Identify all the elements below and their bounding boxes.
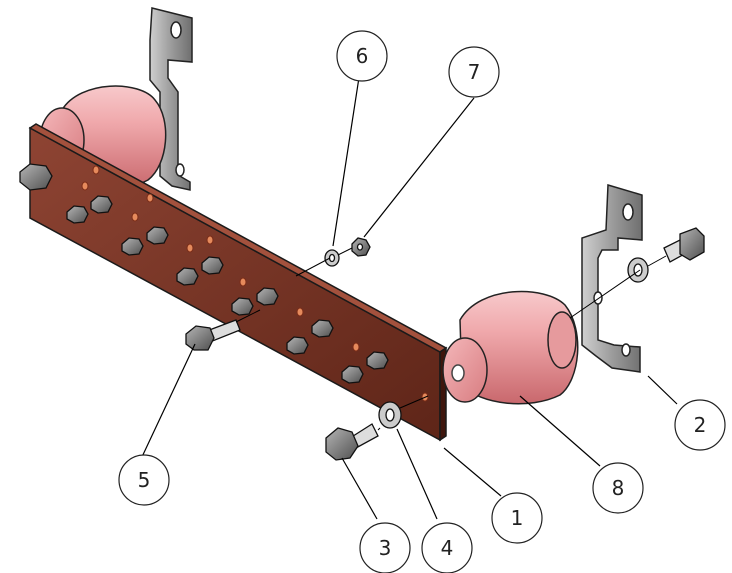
right-bracket	[581, 184, 643, 373]
balloon-label-1: 1	[511, 506, 524, 530]
balloon-6: 6	[336, 30, 388, 82]
nut-7	[351, 237, 371, 257]
bolt-5	[185, 319, 241, 351]
busbar-nuts	[19, 163, 389, 384]
busbar-holes	[81, 165, 429, 402]
balloon-5: 5	[118, 454, 170, 506]
busbar	[28, 123, 448, 442]
balloon-4: 4	[421, 522, 473, 573]
washer-4	[378, 401, 402, 429]
right-bolt	[627, 227, 705, 283]
end-bolt-head	[19, 163, 53, 191]
balloon-1: 1	[491, 492, 543, 544]
balloon-7: 7	[448, 46, 500, 98]
right-insulator	[442, 290, 579, 405]
bolt-3	[325, 423, 379, 461]
balloon-label-6: 6	[356, 44, 369, 68]
balloon-label-2: 2	[694, 413, 707, 437]
leader-lines	[140, 70, 678, 520]
balloon-8: 8	[592, 462, 644, 514]
balloon-label-8: 8	[612, 476, 625, 500]
balloon-label-5: 5	[138, 468, 151, 492]
balloon-2: 2	[674, 399, 726, 451]
washer-6	[324, 249, 340, 267]
balloon-label-4: 4	[441, 536, 454, 560]
balloon-label-7: 7	[468, 60, 481, 84]
balloon-label-3: 3	[379, 536, 392, 560]
balloon-3: 3	[359, 522, 411, 573]
assembly-axes	[235, 247, 667, 431]
